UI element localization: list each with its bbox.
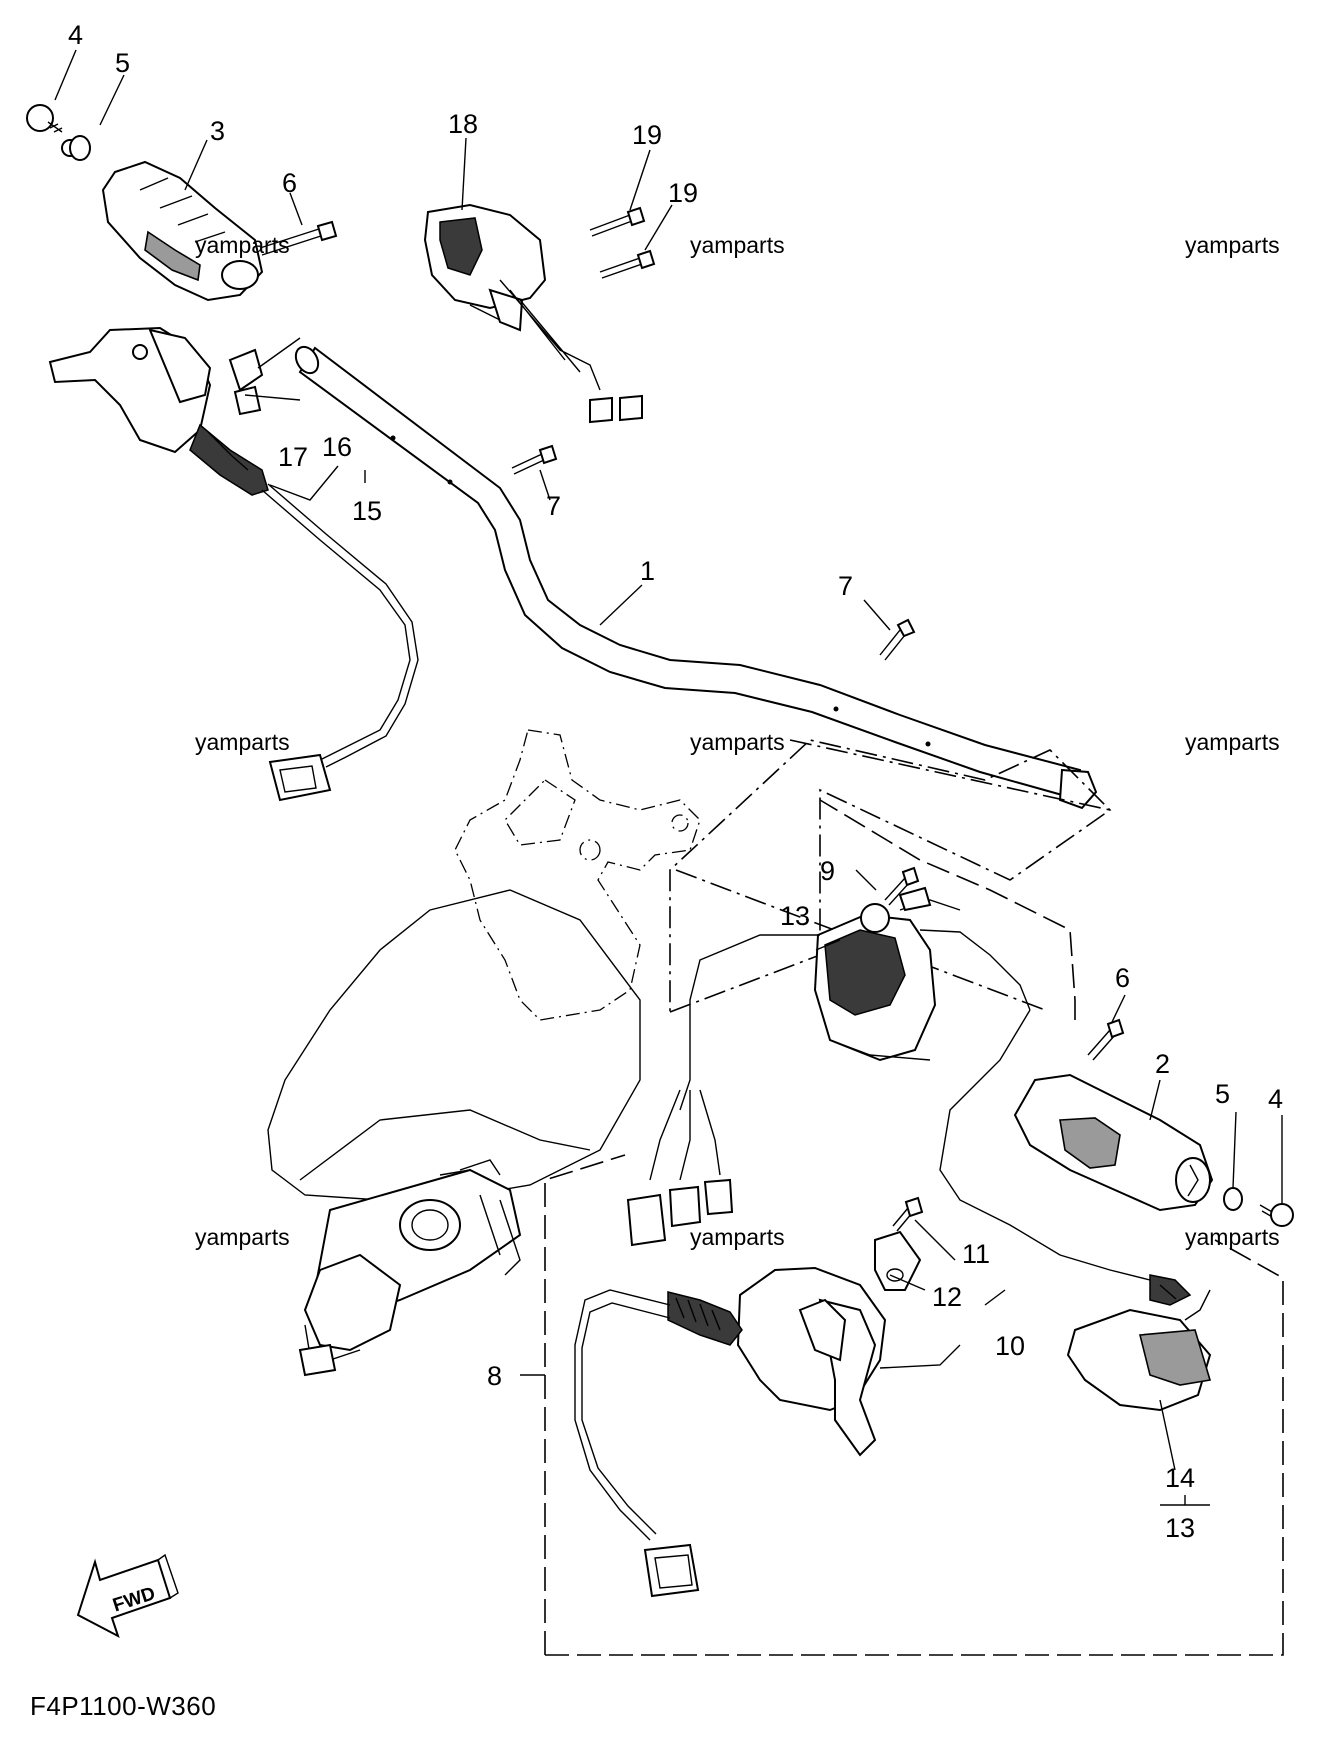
- callout-15: 15: [352, 496, 382, 526]
- callout-9: 9: [820, 856, 835, 886]
- clamp-and-screw: [874, 1196, 924, 1291]
- front-cover: [267, 889, 641, 1201]
- callout-17: 17: [278, 442, 308, 472]
- callout-4-right: 4: [1268, 1084, 1283, 1114]
- callout-12: 12: [932, 1282, 962, 1312]
- watermark-6: yamparts: [1185, 729, 1280, 755]
- left-grip: [61, 139, 264, 302]
- callout-6-top: 6: [282, 168, 297, 198]
- watermark-5: yamparts: [690, 729, 785, 755]
- right-grip: [1013, 1073, 1214, 1212]
- callout-6-right: 6: [1115, 963, 1130, 993]
- callout-numbers: 4 5 3 6 18 19 19 16 17 15 7 7 1 9 13 6 2…: [68, 20, 1283, 1543]
- callout-2: 2: [1155, 1049, 1170, 1079]
- watermark-4: yamparts: [195, 729, 290, 755]
- throttle-cable: [189, 423, 419, 802]
- callout-10: 10: [995, 1331, 1025, 1361]
- callout-18: 18: [448, 109, 478, 139]
- assembly-8-frame: [544, 799, 1284, 1656]
- watermarks: yamparts yamparts yamparts yamparts yamp…: [195, 232, 1280, 1250]
- watermark-9: yamparts: [1185, 1224, 1280, 1250]
- start-stop-switch: [679, 886, 1031, 1111]
- screw-6-right: [1087, 1018, 1125, 1061]
- diagram-reference-code: F4P1100-W360: [30, 1691, 216, 1721]
- leader-lines: [54, 49, 1283, 1506]
- forward-direction-arrow: FWD: [76, 1553, 179, 1639]
- screws-7: [511, 444, 916, 661]
- lever-switch-assembly: [574, 1266, 887, 1598]
- left-bolt-washer: [26, 104, 91, 161]
- callout-7-a: 7: [546, 491, 561, 521]
- right-bolt-washer: [1223, 1187, 1294, 1227]
- callout-11: 11: [962, 1239, 990, 1269]
- watermark-8: yamparts: [690, 1224, 785, 1250]
- callout-14: 14: [1165, 1463, 1195, 1493]
- steering-column-lower: [298, 1159, 522, 1377]
- callout-5-left: 5: [115, 48, 130, 78]
- callout-1: 1: [640, 556, 655, 586]
- watermark-7: yamparts: [195, 1224, 290, 1250]
- callout-19-b: 19: [668, 178, 698, 208]
- callout-4-left: 4: [68, 20, 83, 50]
- callout-13-top: 13: [780, 901, 810, 931]
- callout-3: 3: [210, 116, 225, 146]
- callout-13-bottom: 13: [1165, 1513, 1195, 1543]
- callout-5-right: 5: [1215, 1079, 1230, 1109]
- watermark-3: yamparts: [1185, 232, 1280, 258]
- right-switch-housing: [423, 203, 643, 424]
- watermark-1: yamparts: [195, 232, 290, 258]
- steering-column-outline: [454, 729, 701, 1021]
- screw-6-top: [259, 220, 338, 256]
- handlebar: [294, 345, 1098, 810]
- watermark-2: yamparts: [690, 232, 785, 258]
- callout-19-a: 19: [632, 120, 662, 150]
- screw-9: [884, 866, 920, 906]
- callout-16: 16: [322, 432, 352, 462]
- left-switch-lever: [48, 326, 264, 454]
- callout-8: 8: [487, 1361, 502, 1391]
- harness-connectors: [626, 1089, 734, 1247]
- callout-7-b: 7: [838, 571, 853, 601]
- screws-19: [589, 206, 656, 279]
- lanyard: [939, 1009, 1212, 1412]
